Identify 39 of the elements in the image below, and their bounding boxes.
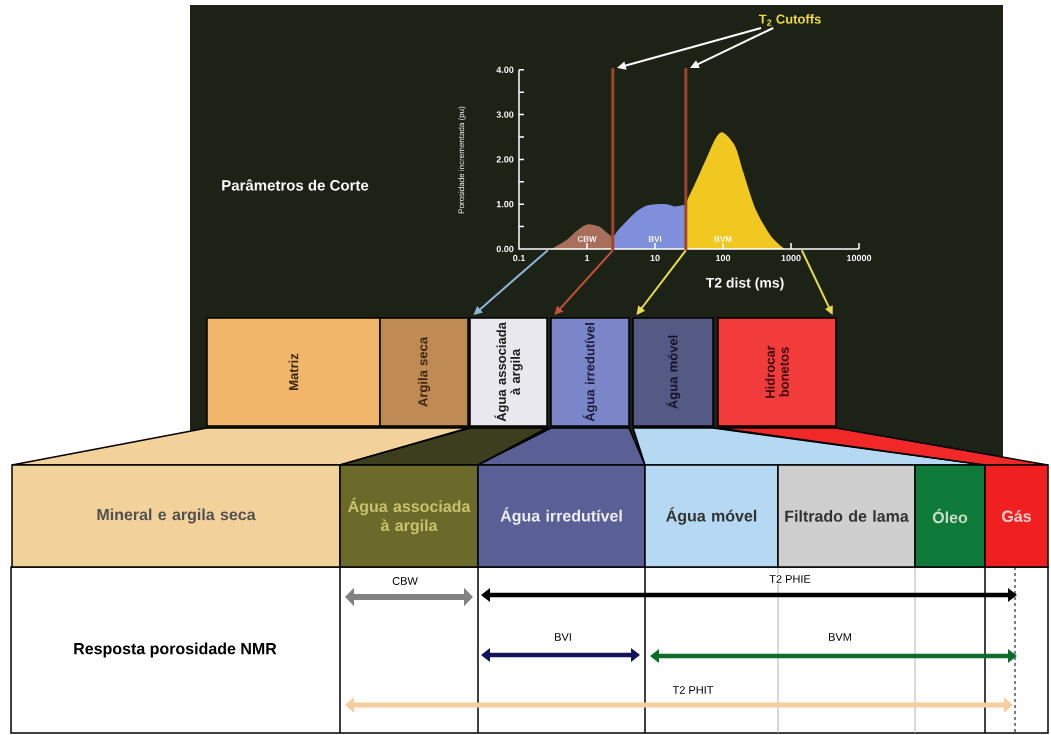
component-cell: Água associada à argila — [339, 464, 479, 568]
tick-label: 0.00 — [496, 245, 514, 253]
tick-label: 10000 — [845, 253, 873, 263]
series-label: BVI — [648, 236, 662, 242]
cutoff-line — [684, 68, 688, 251]
section-title: Parâmetros de Corte — [222, 179, 369, 191]
component-block: Água irredutível — [550, 317, 630, 427]
dimension-label: T2 PHIE — [768, 574, 812, 584]
component-block: Hidrocar bonetos — [717, 317, 837, 427]
component-cell: Água móvel — [644, 464, 779, 568]
component-block: Água móvel — [632, 317, 714, 427]
series-label: BVM — [714, 236, 732, 242]
dimension-label: BVI — [553, 632, 573, 642]
dimension-label: T2 PHIT — [671, 685, 715, 695]
axis-title: Porosidade incrementada (pu) — [458, 106, 466, 214]
axis-title: T2 dist (ms) — [705, 277, 784, 291]
tick-label: 4.00 — [496, 66, 514, 73]
tick-label: 1 — [583, 253, 591, 263]
t2-distribution-drawing — [518, 69, 860, 250]
callout-text: T$_{2}$ Cutoffs — [758, 14, 821, 26]
tick-label: 1000 — [780, 253, 802, 263]
tick-label: 0.1 — [511, 253, 527, 263]
component-block: Argila seca — [379, 317, 469, 427]
component-cell: Gás — [984, 464, 1049, 568]
tick-label: 100 — [714, 253, 732, 263]
series-label: CBW — [577, 236, 597, 242]
component-block: Matriz — [206, 317, 381, 427]
component-cell: Filtrado de lama — [777, 464, 916, 568]
component-cell: Óleo — [914, 464, 986, 568]
row-label: Resposta porosidade NMR — [74, 642, 277, 658]
tick-label: 3.00 — [496, 111, 514, 118]
dimension-label: BVM — [827, 632, 853, 642]
component-block: Água associada à argila — [469, 317, 548, 427]
tick-label: 10 — [649, 253, 661, 263]
dimension-label: CBW — [391, 576, 419, 586]
tick-label: 1.00 — [496, 201, 514, 208]
cutoff-line — [611, 68, 615, 251]
component-cell: Mineral e argila seca — [11, 464, 341, 568]
tick-label: 2.00 — [496, 156, 514, 163]
